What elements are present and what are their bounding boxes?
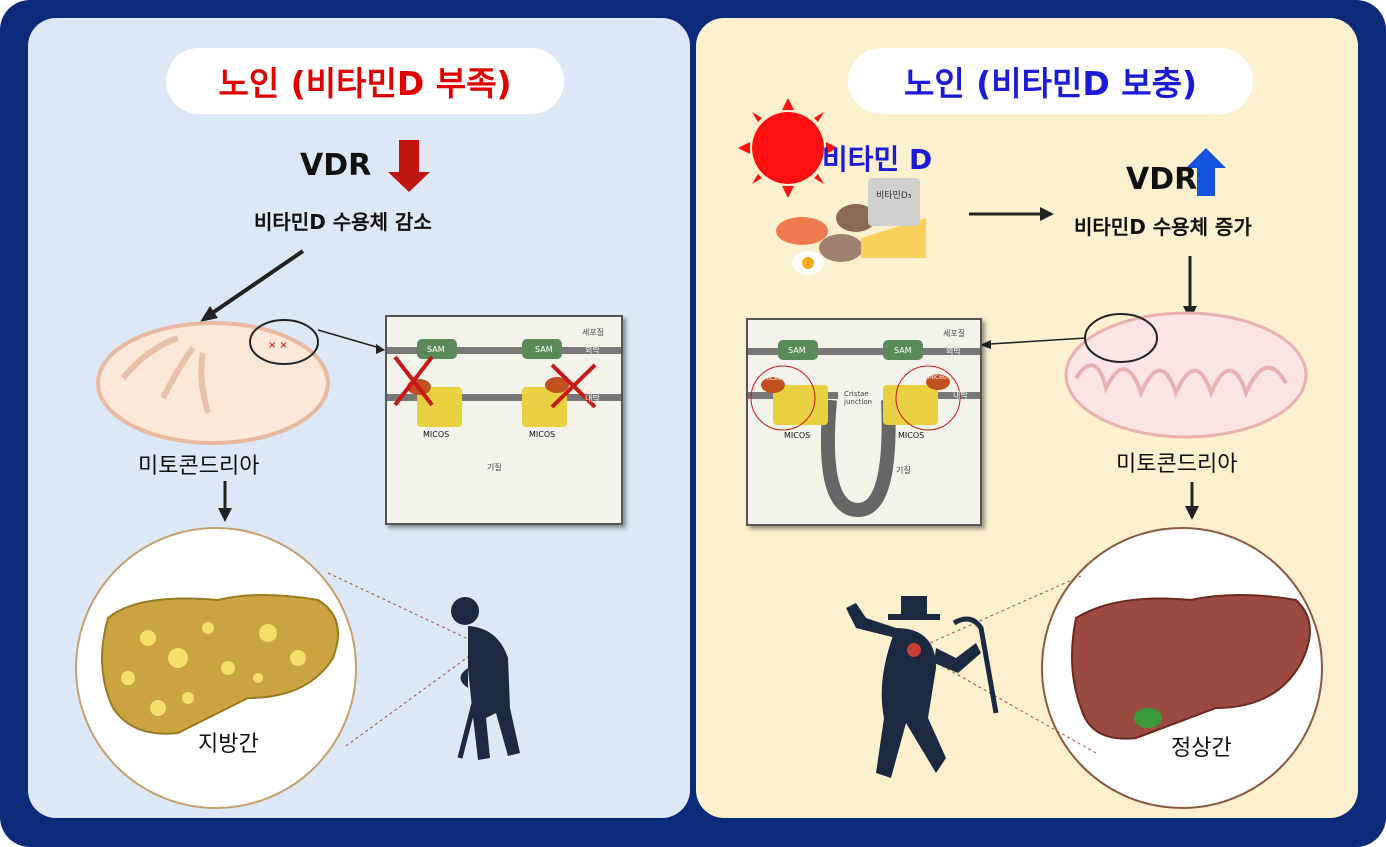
vitamin-d-label: 비타민 D <box>822 143 933 176</box>
supplement-title: 노인 (비타민D 보충) <box>848 48 1253 114</box>
active-elderly-icon <box>846 596 999 778</box>
outer-membrane-label-right: 외막 <box>946 347 961 356</box>
sam-label-2: SAM <box>535 345 553 354</box>
mitochondria-illustration: × × <box>96 319 330 445</box>
vdr-caption-right: 비타민D 수용체 증가 <box>1074 215 1252 239</box>
outer-membrane-label: 외막 <box>585 346 600 355</box>
healthy-mitochondria-illustration <box>1064 311 1308 439</box>
membrane-inset-right: 세포질 외막 내막 기질 SAM SAM MICOS MICOS Cristae… <box>746 318 982 526</box>
supplement-panel: 노인 (비타민D 보충) <box>696 18 1358 818</box>
vdr-caption-left: 비타민D 수용체 감소 <box>254 210 432 234</box>
vitamin-d3-bottle-label: 비타민D₃ <box>876 191 912 201</box>
down-arrow-icon <box>388 140 430 192</box>
cytoplasm-label: 세포질 <box>582 328 605 337</box>
normal-liver-illustration <box>1041 527 1323 809</box>
membrane-inset-left: 세포질 외막 내막 기질 SAM SAM MICOS MICOS <box>385 315 623 525</box>
micos-label-1: MICOS <box>423 430 450 439</box>
cytoplasm-label-right: 세포질 <box>943 329 966 338</box>
matrix-label-right: 기질 <box>896 466 911 475</box>
micos-label-r1: MICOS <box>784 431 811 440</box>
matrix-label: 기질 <box>487 463 502 472</box>
mito-label-left: 미토콘드리아 <box>138 454 260 479</box>
micos-label-r2: MICOS <box>898 431 925 440</box>
elderly-person-icon <box>451 597 520 760</box>
cristae-junction-label: Cristae junction <box>844 390 873 406</box>
liver-label-left: 지방간 <box>198 732 259 757</box>
inner-membrane-label: 내막 <box>585 394 600 403</box>
vdr-label-right: VDR <box>1126 162 1198 197</box>
deficient-panel: 노인 (비타민D 부족) VDR × × <box>28 18 690 818</box>
mic60-label-2: MIC60 <box>928 374 947 381</box>
sam-label-r1: SAM <box>788 346 806 355</box>
sam-label-r2: SAM <box>894 346 912 355</box>
mic60-label-1: MIC60 <box>763 375 782 382</box>
inner-membrane-label-right: 내막 <box>953 391 968 400</box>
deficient-title: 노인 (비타민D 부족) <box>166 48 564 114</box>
vdr-label-left: VDR <box>300 148 372 183</box>
liver-label-right: 정상간 <box>1171 736 1232 761</box>
micos-label-2: MICOS <box>529 430 556 439</box>
sam-label-1: SAM <box>427 345 445 354</box>
mito-label-right: 미토콘드리아 <box>1116 452 1238 477</box>
fatty-liver-illustration <box>75 527 357 809</box>
svg-text:× ×: × × <box>268 340 288 351</box>
